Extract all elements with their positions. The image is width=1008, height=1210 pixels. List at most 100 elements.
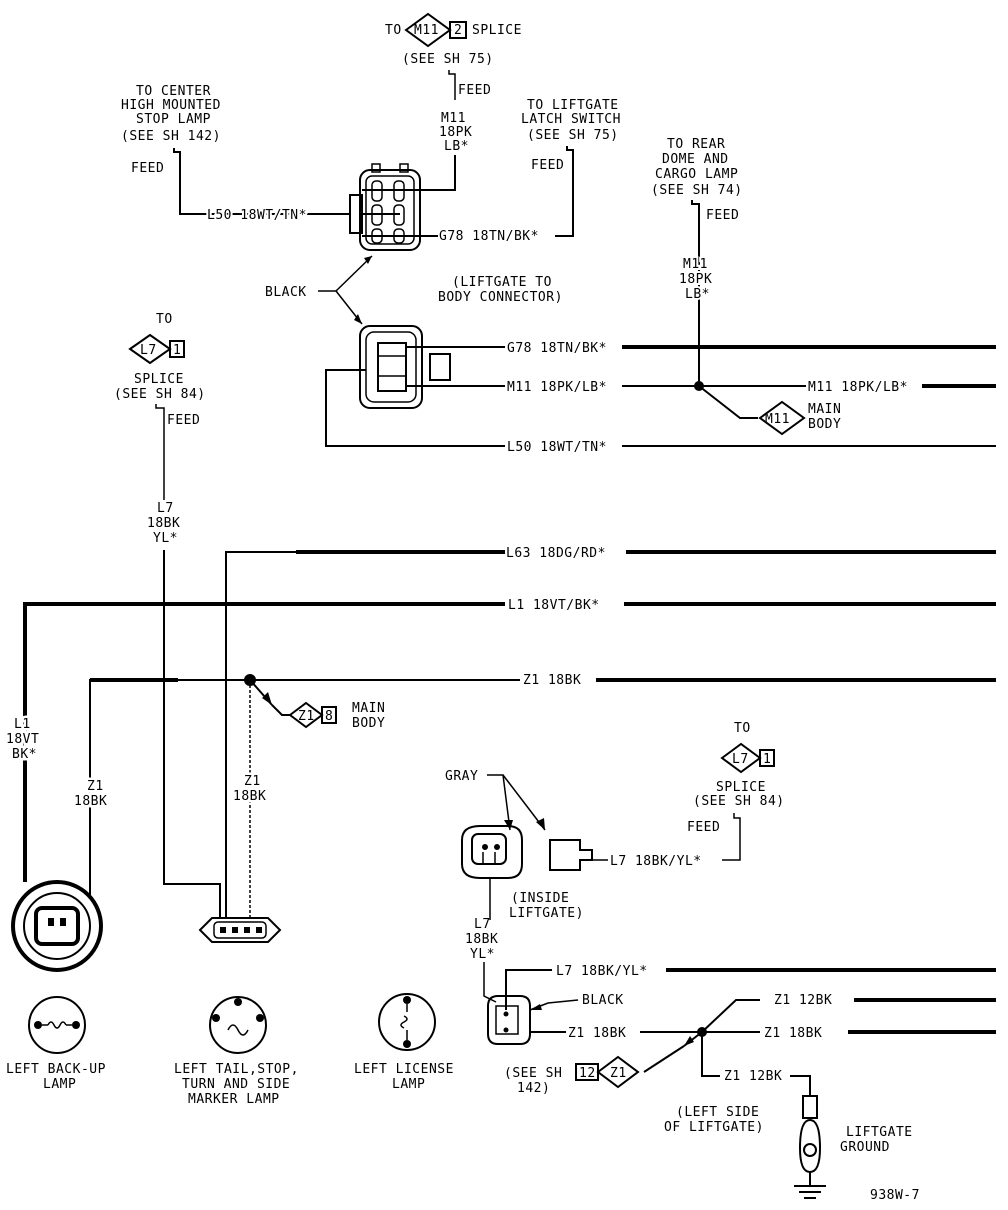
tail-lamp-l2: TURN AND SIDE — [182, 1077, 290, 1092]
latch-l1: TO LIFTGATE — [527, 98, 619, 113]
wire-m11-right-l2: 18PK — [679, 272, 712, 287]
feed-label-l7-right: FEED — [687, 820, 720, 835]
ground-l2: GROUND — [840, 1140, 890, 1155]
wire-m11-main-right-label: M11 18PK/LB* — [808, 380, 908, 395]
l7b-code: L7 — [732, 752, 749, 767]
wire-l1-v-l1: L1 — [14, 717, 31, 732]
ground-l1: LIFTGATE — [846, 1125, 913, 1140]
chmsl-l4: (SEE SH 142) — [121, 129, 221, 144]
gray-connector-male — [549, 839, 593, 871]
l7b-to: TO — [734, 721, 751, 736]
m11-splice-to-label: TO — [385, 23, 402, 38]
dome-ref: TO REAR DOME AND CARGO LAMP (SEE SH 74) … — [651, 137, 743, 223]
latch-l3: (SEE SH 75) — [527, 128, 619, 143]
wire-l63-label: L63 18DG/RD* — [506, 546, 606, 561]
label-liftgate-body-l1: (LIFTGATE TO — [452, 275, 552, 290]
l7a-word: SPLICE — [134, 372, 184, 387]
tail-lamp-icon: LEFT TAIL,STOP, TURN AND SIDE MARKER LAM… — [174, 996, 299, 1107]
wire-z1-12-top-label: Z1 12BK — [774, 993, 832, 1008]
wire-l7-tail — [163, 550, 221, 918]
wire-m11-main-label: M11 18PK/LB* — [507, 380, 607, 395]
wire-l63-vertical — [225, 551, 296, 918]
dome-l3: CARGO LAMP — [655, 167, 738, 182]
wire-g78-top-label: G78 18TN/BK* — [439, 229, 539, 244]
gray-connector-female — [461, 825, 523, 879]
feed-label-latch: FEED — [531, 158, 564, 173]
wire-m11-top-l3: LB* — [444, 139, 469, 154]
z1-main-l1: MAIN — [352, 701, 385, 716]
z1-code: Z1 — [298, 709, 315, 724]
l7a-see: (SEE SH 84) — [114, 387, 206, 402]
label-left-side-l2: OF LIFTGATE) — [664, 1120, 764, 1135]
l7b-num: 1 — [763, 752, 771, 767]
backup-lamp-connector — [11, 880, 103, 972]
feed-label-chmsl: FEED — [131, 161, 164, 176]
wire-l50-top-label: L50 18WT/TN* — [207, 208, 307, 223]
feed-label-l7-left: FEED — [167, 413, 200, 428]
z1b-num: 12 — [579, 1066, 596, 1081]
label-inside-l2: LIFTGATE) — [509, 906, 584, 921]
wire-l7-lg-l2: 18BK — [465, 932, 498, 947]
chmsl-ref: TO CENTER HIGH MOUNTED STOP LAMP (SEE SH… — [121, 84, 221, 176]
wire-m11-right-l1: M11 — [683, 257, 708, 272]
label-black-top: BLACK — [265, 285, 307, 300]
chmsl-l2: HIGH MOUNTED — [121, 98, 221, 113]
chmsl-l1: TO CENTER — [136, 84, 211, 99]
m11-splice-num: 2 — [454, 23, 462, 38]
wire-g78-top — [555, 146, 574, 237]
l7b-see: (SEE SH 84) — [693, 794, 785, 809]
label-gray: GRAY — [445, 769, 478, 784]
tail-lamp-l1: LEFT TAIL,STOP, — [174, 1062, 299, 1077]
wire-z1-18-bot-label: Z1 18BK — [568, 1026, 626, 1041]
license-lamp-l1: LEFT LICENSE — [354, 1062, 454, 1077]
wire-m11-right-l3: LB* — [685, 287, 710, 302]
see142-l1: (SEE SH — [504, 1066, 562, 1081]
z1-num: 8 — [325, 709, 333, 724]
m11-splice-see: (SEE SH 75) — [402, 52, 494, 67]
backup-lamp-l2: LAMP — [43, 1077, 76, 1092]
wire-z1-main-label: Z1 18BK — [523, 673, 581, 688]
z1-12-splice-ref: 12 Z1 (SEE SH 142) — [504, 1055, 640, 1096]
liftgate-body-connector — [359, 325, 451, 409]
latch-ref: TO LIFTGATE LATCH SWITCH (SEE SH 75) FEE… — [521, 98, 620, 173]
license-lamp-icon: LEFT LICENSE LAMP — [354, 993, 454, 1092]
dome-l2: DOME AND — [662, 152, 729, 167]
wire-l50-main-label: L50 18WT/TN* — [507, 440, 607, 455]
wire-g78-main-label: G78 18TN/BK* — [507, 341, 607, 356]
wire-l1-label: L1 18VT/BK* — [508, 598, 600, 613]
wire-z1-v1-l1: Z1 — [87, 779, 104, 794]
wire-l7-v-l2: 18BK — [147, 516, 180, 531]
m11-splice-ref: TO M11 2 SPLICE (SEE SH 75) — [385, 12, 522, 67]
wire-l7-lg-l1: L7 — [474, 917, 491, 932]
figure-id: 938W-7 — [870, 1188, 920, 1203]
liftgate-connector-top — [349, 163, 421, 251]
wire-l1-v-l2: 18VT — [6, 732, 39, 747]
wire-z1-12-gnd-label: Z1 12BK — [724, 1069, 782, 1084]
l7a-code: L7 — [140, 343, 157, 358]
label-liftgate-body-l2: BODY CONNECTOR) — [438, 290, 563, 305]
label-left-side-l1: (LEFT SIDE — [676, 1105, 759, 1120]
z1b-code: Z1 — [610, 1066, 627, 1081]
tail-lamp-connector — [198, 917, 282, 943]
wire-l1-v-l3: BK* — [12, 747, 37, 762]
backup-lamp-l1: LEFT BACK-UP — [6, 1062, 106, 1077]
wire-m11-top-l1: M11 — [441, 111, 466, 126]
wire-l50-top — [173, 148, 350, 215]
wire-l7-v-l1: L7 — [157, 501, 174, 516]
z1-main-body-splice: Z1 8 MAIN BODY — [288, 701, 385, 731]
m11-splice-word: SPLICE — [472, 23, 522, 38]
m11-main-l2: BODY — [808, 417, 841, 432]
m11-main-code: M11 — [765, 412, 790, 427]
label-inside-l1: (INSIDE — [511, 891, 569, 906]
wire-z1-18-bot-right-label: Z1 18BK — [764, 1026, 822, 1041]
l7a-num: 1 — [173, 343, 181, 358]
dome-l4: (SEE SH 74) — [651, 183, 743, 198]
wire-z1-v1-l2: 18BK — [74, 794, 107, 809]
wire-l7-bottom-label: L7 18BK/YL* — [556, 964, 648, 979]
dome-l1: TO REAR — [667, 137, 725, 152]
m11-main-body-splice: M11 MAIN BODY — [758, 400, 841, 436]
see142-l2: 142) — [517, 1081, 550, 1096]
m11-main-l1: MAIN — [808, 402, 841, 417]
